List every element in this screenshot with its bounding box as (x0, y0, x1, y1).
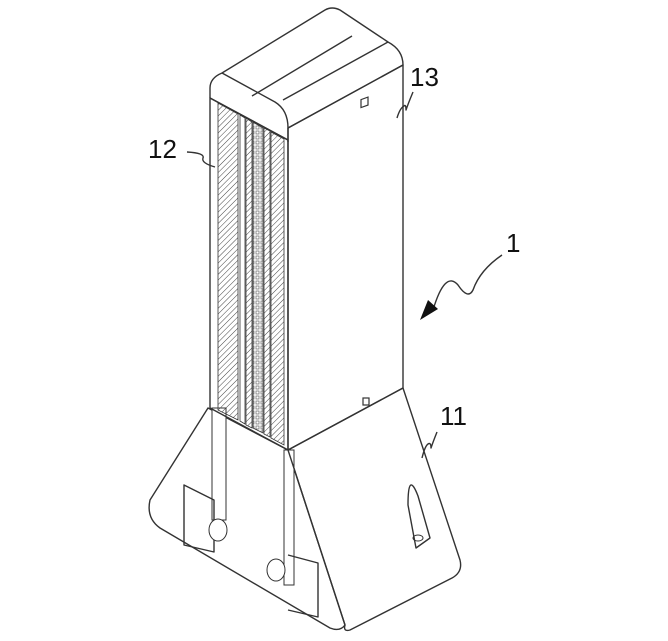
label-housing: 13 (410, 62, 439, 92)
base-right-face (287, 387, 462, 632)
indicator-square-top (360, 96, 369, 109)
base-slots (183, 407, 319, 618)
base-front-face (148, 407, 346, 631)
indicator-square-bottom (362, 397, 370, 406)
label-device: 1 (506, 228, 520, 258)
housing-right-face (287, 64, 404, 451)
base-handle-hole (407, 484, 431, 549)
arrow-head (420, 300, 438, 320)
housing-top-cap (209, 7, 404, 129)
leader-lines (186, 91, 503, 459)
filter-strips (217, 102, 285, 446)
label-filter: 12 (148, 134, 177, 164)
label-base: 11 (440, 401, 467, 431)
